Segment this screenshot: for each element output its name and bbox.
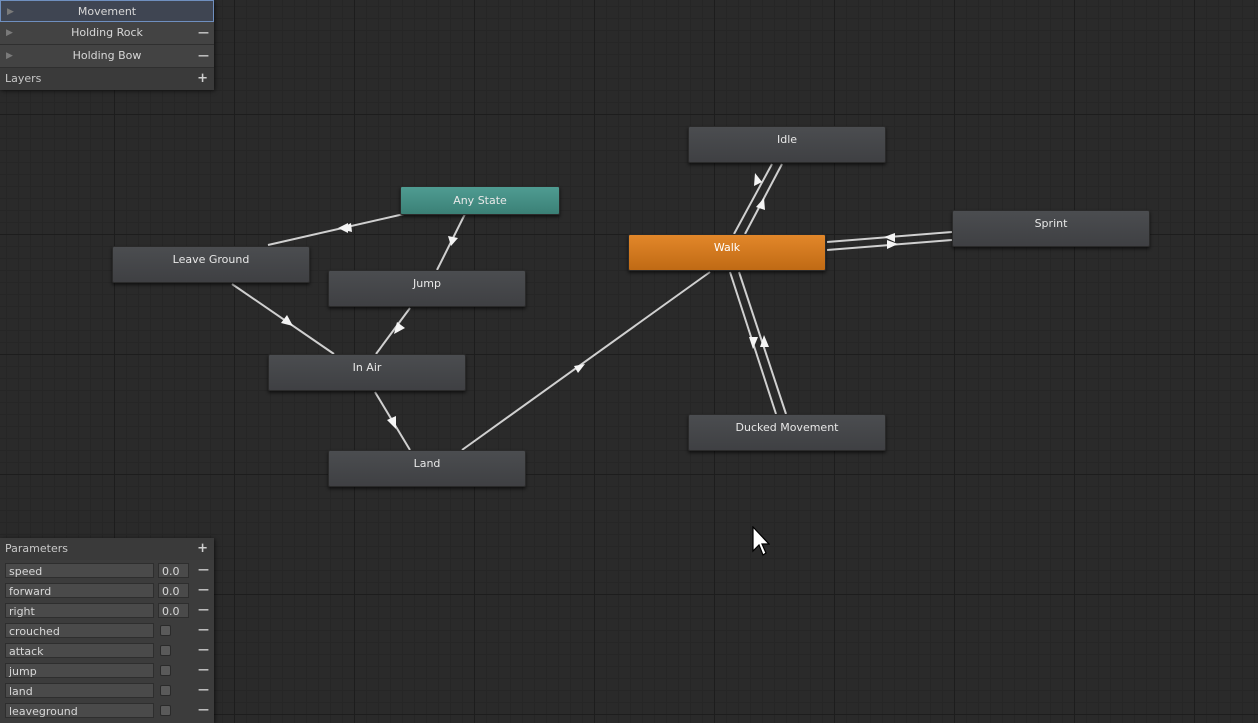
state-idle[interactable]: Idle — [688, 126, 886, 163]
arrowhead — [281, 315, 293, 326]
minus-icon[interactable]: — — [198, 683, 209, 696]
arrowhead — [749, 337, 758, 349]
minus-icon[interactable]: — — [198, 623, 209, 636]
minus-icon[interactable]: — — [198, 703, 209, 716]
layer-item-movement[interactable]: ▶ Movement — [0, 0, 214, 22]
minus-icon[interactable]: — — [198, 583, 209, 596]
mouse-pointer-icon — [752, 526, 770, 556]
minus-icon[interactable]: — — [198, 563, 209, 576]
param-name[interactable]: land — [5, 683, 154, 698]
state-land[interactable]: Land — [328, 450, 526, 487]
transition-land-walk[interactable] — [461, 271, 711, 451]
arrowhead — [884, 233, 895, 242]
layers-panel: ▶ Movement ▶ Holding Rock — ▶ Holding Bo… — [0, 0, 214, 90]
state-walk[interactable]: Walk — [628, 234, 826, 271]
triangle-right-icon[interactable]: ▶ — [6, 28, 13, 38]
parameters-title: Parameters — [5, 542, 68, 555]
arrowhead — [340, 223, 352, 232]
arrowhead — [387, 416, 396, 429]
param-name[interactable]: crouched — [5, 623, 154, 638]
layer-item-holding-rock[interactable]: ▶ Holding Rock — — [0, 22, 214, 45]
state-in-air[interactable]: In Air — [268, 354, 466, 391]
state-sprint[interactable]: Sprint — [952, 210, 1150, 247]
layers-header: Layers + — [0, 68, 214, 90]
triangle-right-icon[interactable]: ▶ — [7, 7, 14, 17]
parameters-header: Parameters + — [0, 538, 214, 560]
arrowhead — [574, 364, 585, 373]
state-jump[interactable]: Jump — [328, 270, 526, 307]
param-row: leaveground — — [0, 700, 214, 720]
layer-label: Holding Bow — [72, 49, 142, 62]
arrowhead — [760, 335, 769, 347]
param-row: attack — — [0, 640, 214, 660]
arrowhead — [394, 322, 405, 334]
parameters-panel: Parameters + speed 0.0 — forward 0.0 — r… — [0, 538, 214, 723]
minus-icon[interactable]: — — [198, 26, 209, 39]
arrowhead — [887, 240, 898, 249]
arrowhead — [756, 198, 765, 210]
param-checkbox[interactable] — [160, 625, 171, 636]
plus-icon[interactable]: + — [197, 71, 208, 86]
minus-icon[interactable]: — — [198, 663, 209, 676]
param-name[interactable]: speed — [5, 563, 154, 578]
minus-icon[interactable]: — — [198, 643, 209, 656]
layers-title: Layers — [5, 72, 42, 85]
param-name[interactable]: jump — [5, 663, 154, 678]
arrowhead — [754, 173, 762, 186]
param-row: crouched — — [0, 620, 214, 640]
transition-anystate-leaveground[interactable] — [267, 213, 405, 246]
param-row: speed 0.0 — — [0, 560, 214, 580]
state-ducked-movement[interactable]: Ducked Movement — [688, 414, 886, 451]
param-checkbox[interactable] — [160, 665, 171, 676]
param-name[interactable]: attack — [5, 643, 154, 658]
param-row: forward 0.0 — — [0, 580, 214, 600]
layer-item-holding-bow[interactable]: ▶ Holding Bow — — [0, 45, 214, 68]
state-leave-ground[interactable]: Leave Ground — [112, 246, 310, 283]
state-any-state[interactable]: Any State — [400, 186, 560, 215]
param-value[interactable]: 0.0 — [158, 563, 189, 578]
param-checkbox[interactable] — [160, 685, 171, 696]
param-checkbox[interactable] — [160, 645, 171, 656]
minus-icon[interactable]: — — [198, 603, 209, 616]
param-name[interactable]: right — [5, 603, 154, 618]
triangle-right-icon[interactable]: ▶ — [6, 51, 13, 61]
param-name[interactable]: leaveground — [5, 703, 154, 718]
arrowhead — [448, 236, 458, 246]
param-value[interactable]: 0.0 — [158, 583, 189, 598]
param-row: right 0.0 — — [0, 600, 214, 620]
param-row: jump — — [0, 660, 214, 680]
transition-jump-inair[interactable] — [375, 307, 411, 355]
param-row: land — — [0, 680, 214, 700]
layer-label: Holding Rock — [71, 26, 143, 39]
minus-icon[interactable]: — — [198, 49, 209, 62]
plus-icon[interactable]: + — [197, 541, 208, 556]
param-checkbox[interactable] — [160, 705, 171, 716]
transition-leaveground-inair[interactable] — [231, 283, 335, 355]
layer-label: Movement — [77, 5, 137, 18]
param-name[interactable]: forward — [5, 583, 154, 598]
transition-walk-idle[interactable] — [733, 163, 773, 235]
param-value[interactable]: 0.0 — [158, 603, 189, 618]
